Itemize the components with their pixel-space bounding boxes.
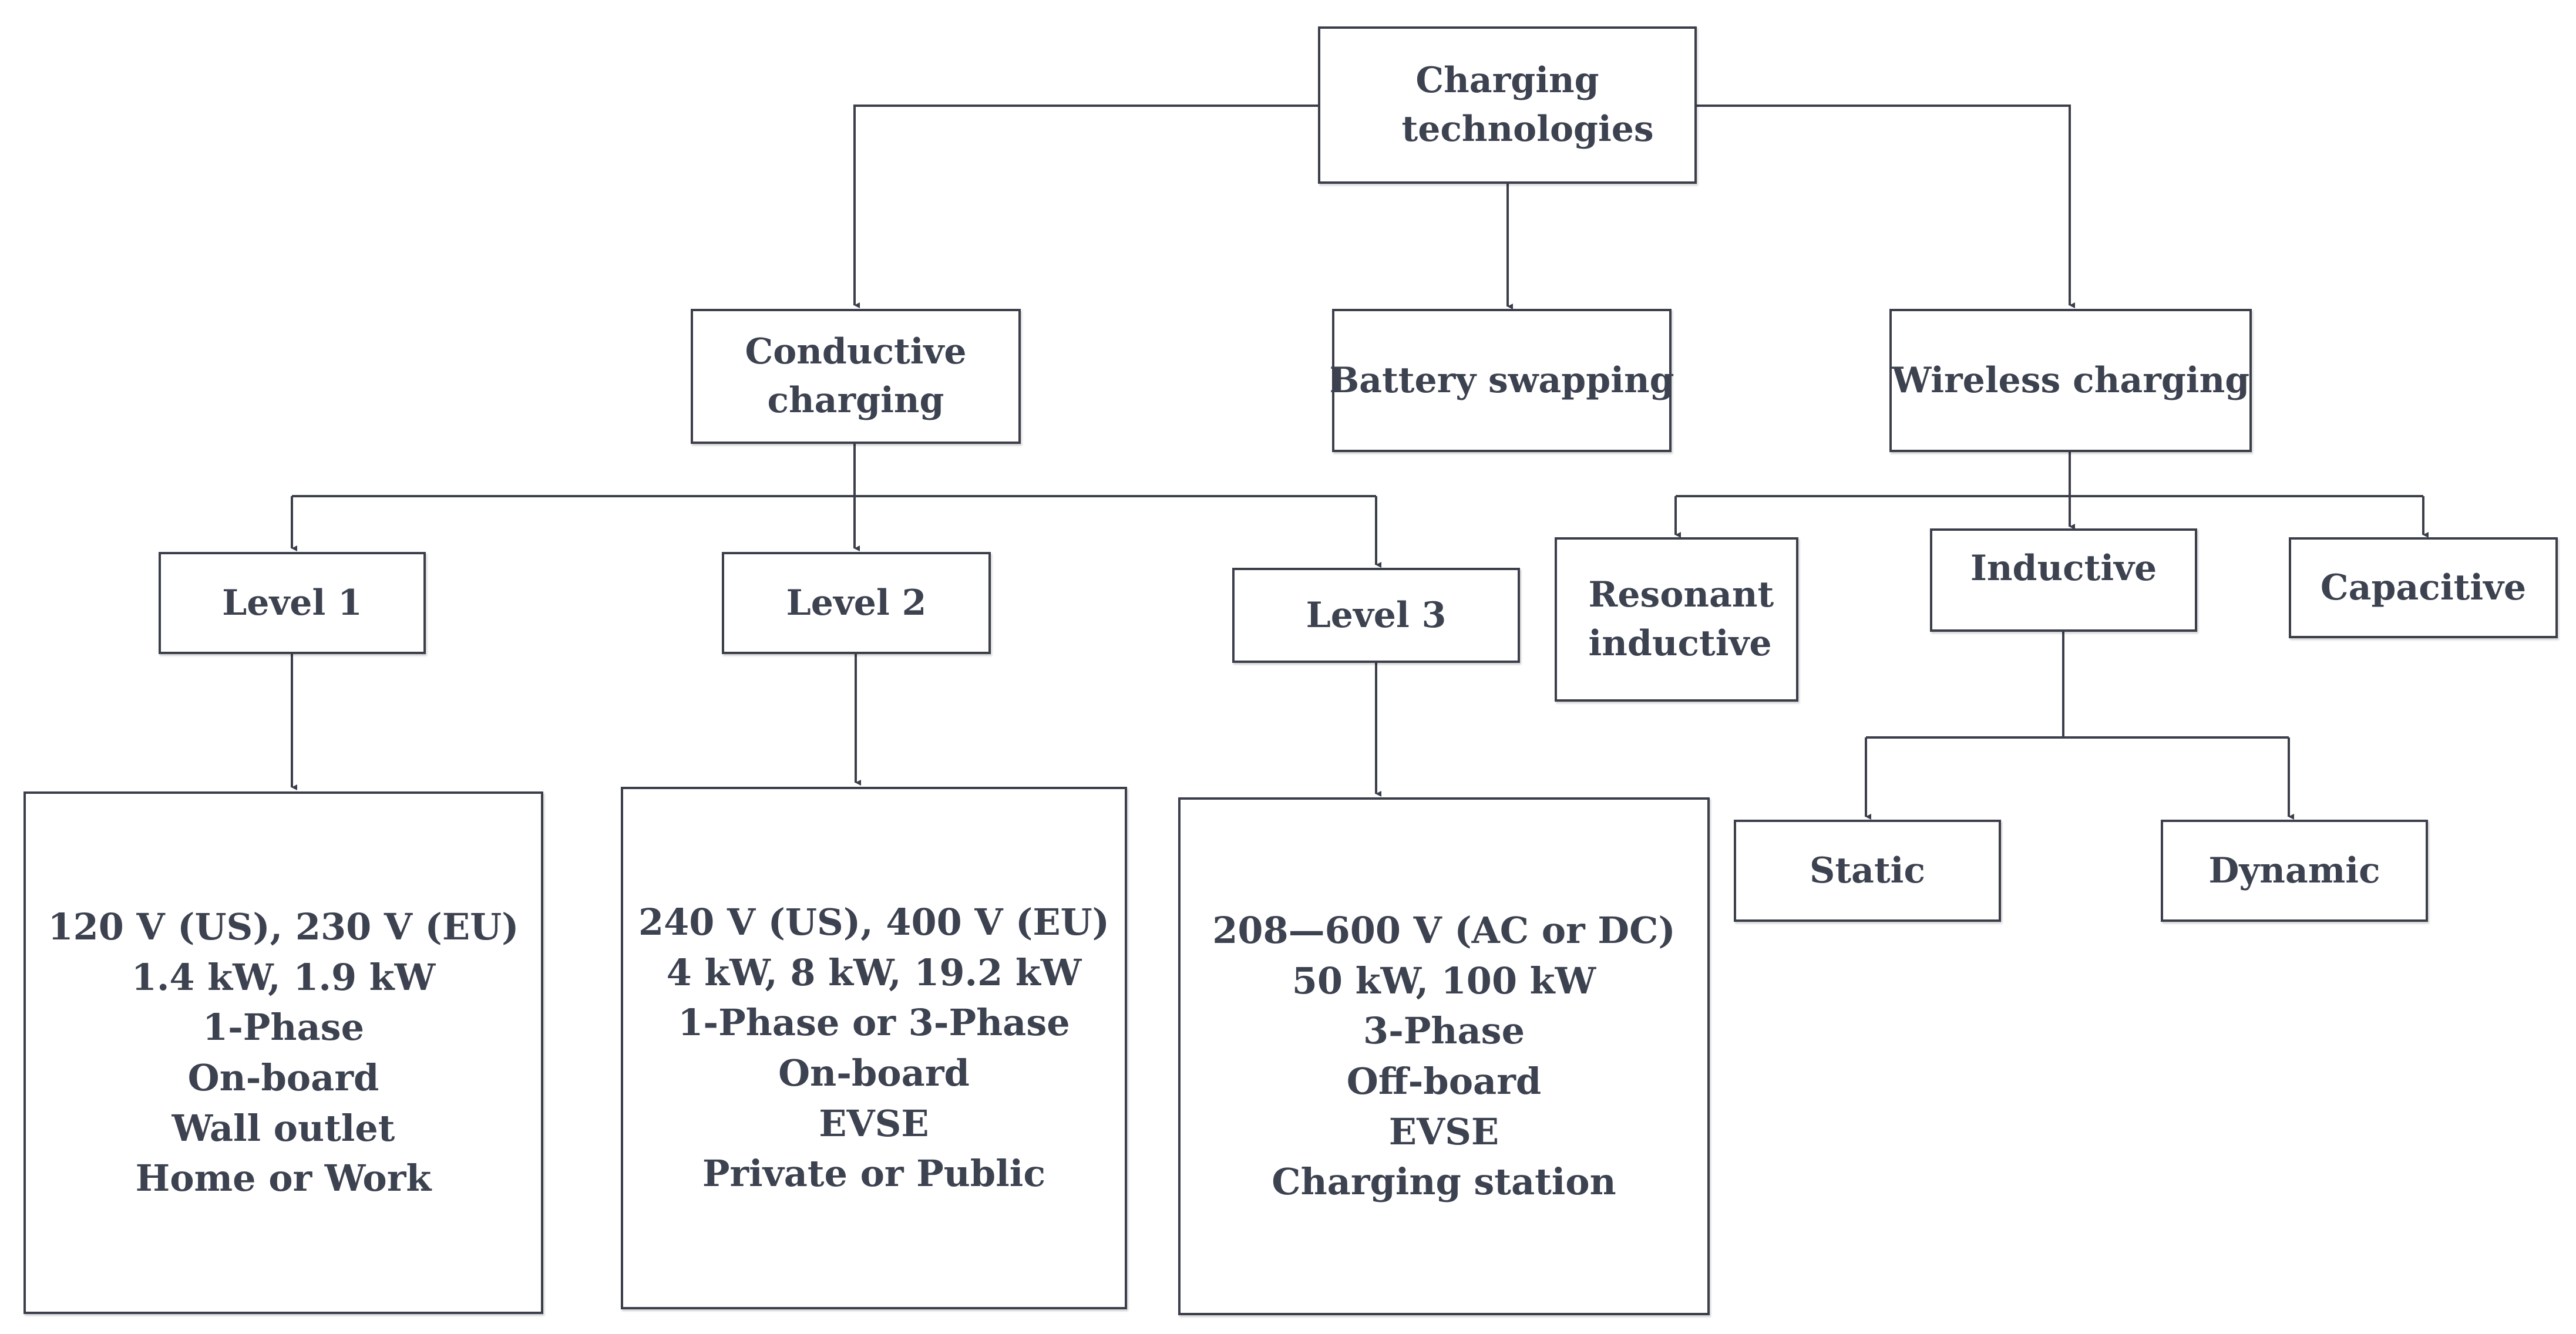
level-3-detail-location: Charging station — [1272, 1160, 1616, 1204]
static-label: Static — [1810, 850, 1925, 891]
level-2-detail-phase: 1-Phase or 3-Phase — [678, 1001, 1070, 1045]
battery-swapping-label: Battery swapping — [1329, 359, 1674, 401]
level-1-label: Level 1 — [222, 582, 362, 624]
dynamic-label: Dynamic — [2208, 850, 2380, 891]
level-1-detail-power: 1.4 kW, 1.9 kW — [131, 955, 436, 999]
inductive-label: Inductive — [1970, 547, 2157, 589]
conductive-charging-label: Conductive charging — [745, 331, 967, 421]
level-1-detail-equipment: Wall outlet — [171, 1106, 395, 1150]
level-2-detail-power: 4 kW, 8 kW, 19.2 kW — [666, 951, 1082, 994]
level-2-detail-location: Private or Public — [702, 1152, 1046, 1195]
level-2-detail-equipment: EVSE — [819, 1101, 929, 1145]
level-3-detail-voltage: 208—600 V (AC or DC) — [1212, 909, 1676, 952]
resonant-inductive-node: Resonant inductive — [1555, 537, 1798, 702]
level-3-label: Level 3 — [1306, 594, 1447, 636]
level-1-details: 120 V (US), 230 V (EU) 1.4 kW, 1.9 kW 1-… — [23, 791, 543, 1314]
level-1-detail-voltage: 120 V (US), 230 V (EU) — [48, 905, 519, 949]
level-2-details: 240 V (US), 400 V (EU) 4 kW, 8 kW, 19.2 … — [621, 787, 1127, 1309]
conductive-charging-node: Conductive charging — [691, 309, 1021, 444]
connector-root-to-conductive — [853, 105, 1318, 308]
level-2-label: Level 2 — [786, 582, 927, 624]
level-2-details-lines: 240 V (US), 400 V (EU) 4 kW, 8 kW, 19.2 … — [638, 897, 1109, 1198]
level-3-detail-equipment: EVSE — [1388, 1110, 1499, 1153]
level-3-details-lines: 208—600 V (AC or DC) 50 kW, 100 kW 3-Pha… — [1212, 905, 1676, 1207]
capacitive-label: Capacitive — [2320, 567, 2527, 608]
level-1-detail-location: Home or Work — [135, 1157, 432, 1200]
connector-root-to-wireless — [1696, 105, 2075, 308]
resonant-inductive-label: Resonant inductive — [1588, 574, 1774, 664]
inductive-node: Inductive — [1930, 528, 2197, 632]
level-3-detail-charger: Off-board — [1346, 1060, 1542, 1103]
level-2-node: Level 2 — [722, 552, 991, 654]
wireless-charging-node: Wireless charging — [1889, 309, 2252, 452]
static-node: Static — [1734, 820, 2001, 922]
level-3-detail-phase: 3-Phase — [1363, 1009, 1525, 1053]
dynamic-node: Dynamic — [2161, 820, 2428, 922]
battery-swapping-node: Battery swapping — [1329, 309, 1674, 452]
level-3-detail-power: 50 kW, 100 kW — [1292, 959, 1596, 1002]
level-3-details: 208—600 V (AC or DC) 50 kW, 100 kW 3-Pha… — [1178, 797, 1710, 1315]
level-2-detail-voltage: 240 V (US), 400 V (EU) — [638, 901, 1110, 944]
level-1-node: Level 1 — [159, 552, 426, 654]
root-node: Charging technologies — [1318, 26, 1697, 184]
level-1-detail-phase: 1-Phase — [202, 1006, 365, 1049]
level-2-detail-charger: On-board — [778, 1052, 970, 1094]
level-1-detail-charger: On-board — [187, 1056, 379, 1099]
capacitive-node: Capacitive — [2289, 537, 2558, 638]
root-node-label: Charging technologies — [1401, 60, 1654, 150]
level-1-details-lines: 120 V (US), 230 V (EU) 1.4 kW, 1.9 kW 1-… — [48, 902, 519, 1203]
wireless-charging-label: Wireless charging — [1891, 359, 2250, 401]
level-3-node: Level 3 — [1232, 568, 1520, 663]
